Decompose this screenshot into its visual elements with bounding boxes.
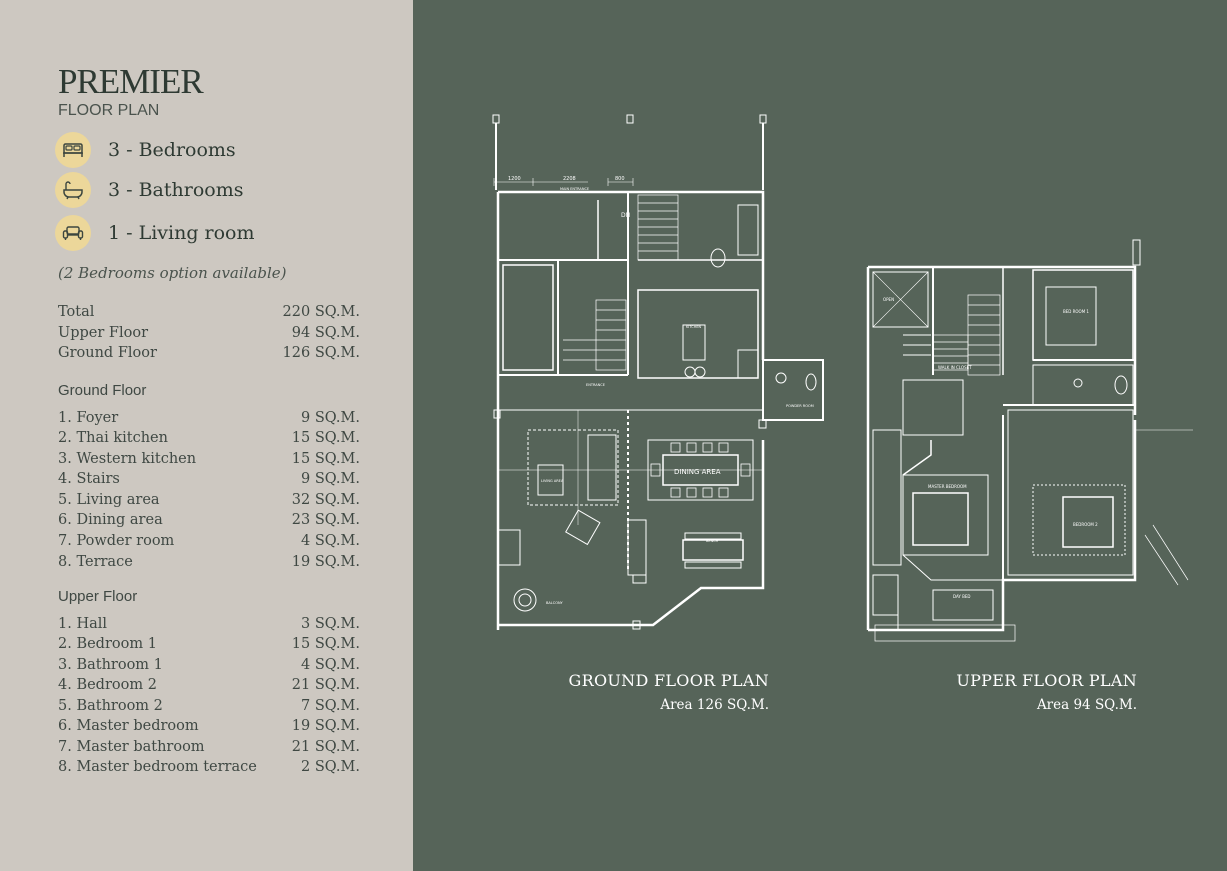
row-value: 7 SQ.M. <box>301 698 360 714</box>
row-label: 7. Powder room <box>58 533 175 549</box>
row-value: 21 SQ.M. <box>291 739 360 755</box>
row-label: 8. Terrace <box>58 554 133 570</box>
row-value: 9 SQ.M. <box>301 410 360 426</box>
info-panel: PREMIER FLOOR PLAN 3 - Bedrooms 3 - Bath… <box>0 0 413 871</box>
total-row: Upper Floor 94 SQ.M. <box>58 325 360 341</box>
entrance-label: ENTRANCE <box>586 383 605 387</box>
row-value: 15 SQ.M. <box>291 636 360 652</box>
row-label: 4. Stairs <box>58 471 120 487</box>
room-row: 8. Terrace 19 SQ.M. <box>58 554 360 570</box>
open-label: OPEN <box>883 297 894 302</box>
dimension-label: 1200 <box>508 176 521 182</box>
row-label: 7. Master bathroom <box>58 739 205 755</box>
room-row: 4. Stairs 9 SQ.M. <box>58 471 360 487</box>
row-label: 2. Bedroom 1 <box>58 636 157 652</box>
room-row: 7. Powder room 4 SQ.M. <box>58 533 360 549</box>
bedroom1-label: BED ROOM 1 <box>1063 309 1089 314</box>
feature-label: 3 - Bathrooms <box>108 179 244 201</box>
row-value: 94 SQ.M. <box>291 325 360 341</box>
row-value: 4 SQ.M. <box>301 657 360 673</box>
row-label: 2. Thai kitchen <box>58 430 168 446</box>
option-note: (2 Bedrooms option available) <box>58 264 287 282</box>
upper-floor-plan-area: Area 94 SQ.M. <box>1036 697 1137 713</box>
row-value: 220 SQ.M. <box>282 304 360 320</box>
master-bedroom-label: MASTER BEDROOM <box>928 484 967 489</box>
total-row: Ground Floor 126 SQ.M. <box>58 345 360 361</box>
row-value: 2 SQ.M. <box>301 759 360 775</box>
feature-label: 1 - Living room <box>108 222 255 244</box>
row-label: 4. Bedroom 2 <box>58 677 157 693</box>
room-row: 6. Dining area 23 SQ.M. <box>58 512 360 528</box>
row-label: 6. Master bedroom <box>58 718 199 734</box>
bathtub-icon <box>55 172 91 208</box>
dimension-label: 800 <box>615 176 625 182</box>
row-value: 19 SQ.M. <box>291 554 360 570</box>
row-value: 126 SQ.M. <box>282 345 360 361</box>
dn-label: DN <box>621 212 630 219</box>
ground-floor-plan-title: GROUND FLOOR PLAN <box>568 671 769 690</box>
feature-bathrooms: 3 - Bathrooms <box>55 172 243 208</box>
row-value: 9 SQ.M. <box>301 471 360 487</box>
page-subtitle: FLOOR PLAN <box>58 102 160 119</box>
room-row: 6. Master bedroom 19 SQ.M. <box>58 718 360 734</box>
feature-bedrooms: 3 - Bedrooms <box>55 132 236 168</box>
main-entrance-label: MAIN ENTRANCE <box>560 187 589 191</box>
room-row: 1. Foyer 9 SQ.M. <box>58 410 360 426</box>
room-row: 7. Master bathroom 21 SQ.M. <box>58 739 360 755</box>
room-row: 4. Bedroom 2 21 SQ.M. <box>58 677 360 693</box>
ground-floor-plan-area: Area 126 SQ.M. <box>660 697 769 713</box>
bedroom2-label: BEDROOM 2 <box>1073 522 1098 527</box>
row-label: Ground Floor <box>58 345 157 361</box>
bed-icon <box>55 132 91 168</box>
room-row: 8. Master bedroom terrace 2 SQ.M. <box>58 759 360 775</box>
row-label: 5. Living area <box>58 492 160 508</box>
room-row: 1. Hall 3 SQ.M. <box>58 616 360 632</box>
room-row: 3. Western kitchen 15 SQ.M. <box>58 451 360 467</box>
row-value: 4 SQ.M. <box>301 533 360 549</box>
ground-floor-plan-drawing: 1200 2208 800 MAIN ENTRANCE DN KITCHEN E… <box>492 114 824 630</box>
row-label: Total <box>58 304 95 320</box>
row-value: 15 SQ.M. <box>291 451 360 467</box>
room-row: 2. Bedroom 1 15 SQ.M. <box>58 636 360 652</box>
row-label: 1. Foyer <box>58 410 119 426</box>
bench-label: BENCH <box>706 539 719 543</box>
room-row: 2. Thai kitchen 15 SQ.M. <box>58 430 360 446</box>
ground-floor-heading: Ground Floor <box>58 382 147 399</box>
total-row: Total 220 SQ.M. <box>58 304 360 320</box>
powder-room-label: POWDER ROOM <box>786 404 814 408</box>
row-label: 3. Western kitchen <box>58 451 197 467</box>
balcony-label: BALCONY <box>546 601 564 605</box>
row-label: 1. Hall <box>58 616 108 632</box>
dimension-label: 2208 <box>563 176 576 182</box>
upper-floor-heading: Upper Floor <box>58 588 138 605</box>
row-label: 6. Dining area <box>58 512 163 528</box>
row-label: Upper Floor <box>58 325 148 341</box>
upper-floor-plan-drawing: OPEN BED ROOM 1 BEDROOM 2 MASTER BEDROOM… <box>866 239 1193 642</box>
row-label: 8. Master bedroom terrace <box>58 759 257 775</box>
row-value: 23 SQ.M. <box>291 512 360 528</box>
living-area-label: LIVING AREA <box>541 479 564 483</box>
dining-area-label: DINING AREA <box>674 468 721 476</box>
day-bed-label: DAY BED <box>953 594 971 599</box>
row-value: 19 SQ.M. <box>291 718 360 734</box>
walk-in-closet-label: WALK IN CLOSET <box>938 365 972 370</box>
row-value: 3 SQ.M. <box>301 616 360 632</box>
feature-label: 3 - Bedrooms <box>108 139 236 161</box>
row-value: 15 SQ.M. <box>291 430 360 446</box>
page-title: PREMIER <box>58 62 204 101</box>
sofa-icon <box>55 215 91 251</box>
row-value: 32 SQ.M. <box>291 492 360 508</box>
plans-panel: 1200 2208 800 MAIN ENTRANCE DN KITCHEN E… <box>413 0 1227 871</box>
feature-living-room: 1 - Living room <box>55 215 255 251</box>
room-row: 3. Bathroom 1 4 SQ.M. <box>58 657 360 673</box>
upper-floor-plan-title: UPPER FLOOR PLAN <box>956 671 1137 690</box>
row-label: 5. Bathroom 2 <box>58 698 163 714</box>
row-label: 3. Bathroom 1 <box>58 657 163 673</box>
room-row: 5. Bathroom 2 7 SQ.M. <box>58 698 360 714</box>
row-value: 21 SQ.M. <box>291 677 360 693</box>
room-row: 5. Living area 32 SQ.M. <box>58 492 360 508</box>
kitchen-label: KITCHEN <box>686 325 702 329</box>
